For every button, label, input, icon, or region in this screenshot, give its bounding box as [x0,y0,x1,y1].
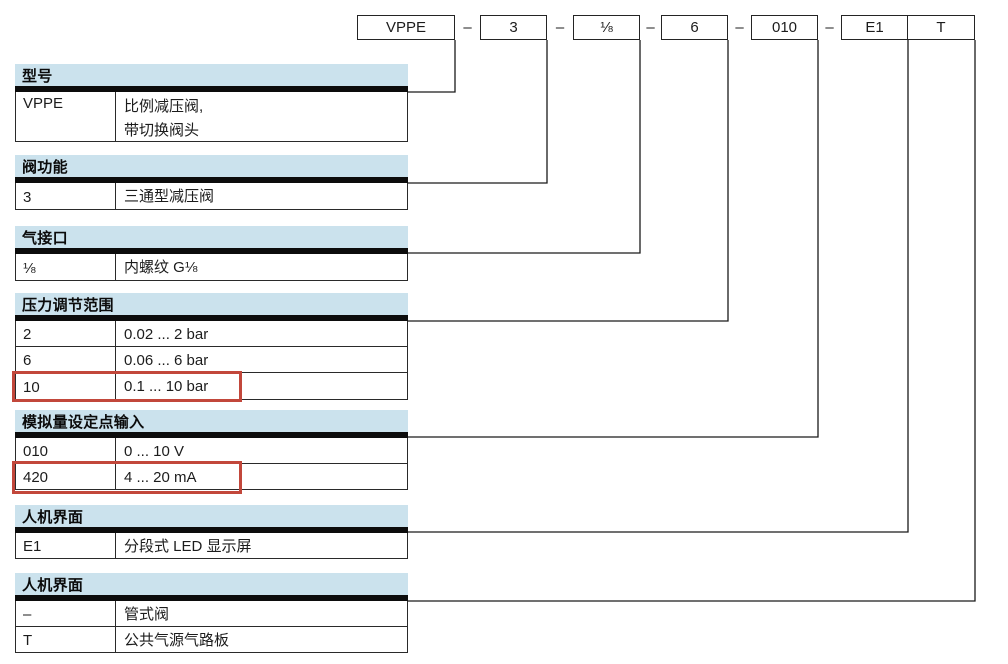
code-segment-pressure: 6 [661,15,728,40]
description-cell: 0.02 ... 2 bar [124,325,209,343]
table-model: 型号 VPPE 比例减压阀, 带切换阀头 [15,64,408,142]
table-title: 人机界面 [15,505,408,527]
header-underline [15,177,408,183]
connector-line-manifold [408,40,976,602]
table-title: 气接口 [15,226,408,248]
table-row: – 管式阀 [16,601,407,627]
connector-line-model [408,40,456,93]
code-separator: – [555,19,565,36]
description-cell: 三通型减压阀 [124,188,215,205]
description-cell: 0.06 ... 6 bar [124,351,209,369]
code-cell: 2 [16,321,116,346]
code-segment-model: VPPE [357,15,455,40]
description-cell: 4 ... 20 mA [124,468,197,486]
table-valve-function: 阀功能 3 三通型减压阀 [15,155,408,210]
table-setpoint-input: 模拟量设定点输入 010 0 ... 10 V 420 4 ... 20 mA [15,410,408,490]
table-row: ⅛ 内螺纹 G⅛ [16,254,407,281]
code-separator: – [825,19,834,36]
table-row: 420 4 ... 20 mA [16,464,407,490]
code-segment-port: ⅛ [573,15,640,40]
code-cell: 3 [16,183,116,209]
table-title: 阀功能 [15,155,408,177]
table-row: 10 0.1 ... 10 bar [16,373,407,400]
header-underline [15,248,408,254]
description-cell: 0.1 ... 10 bar [124,378,209,395]
code-cell: – [16,601,116,626]
code-cell: ⅛ [16,254,116,280]
code-cell: 420 [16,464,116,489]
code-cell: VPPE [16,92,116,141]
header-underline [15,527,408,533]
code-cell: E1 [16,533,116,558]
code-cell: 10 [16,373,116,399]
table-title: 型号 [15,64,408,86]
code-segment-setpoint: 010 [751,15,818,40]
table-hmi-display: 人机界面 E1 分段式 LED 显示屏 [15,505,408,559]
header-underline [15,315,408,321]
header-underline [15,595,408,601]
code-segment-display: E1 [841,15,908,40]
table-hmi-mounting: 人机界面 – 管式阀 T 公共气源气路板 [15,573,408,653]
code-segment-manifold: T [907,15,975,40]
table-row: 010 0 ... 10 V [16,438,407,464]
table-row: T 公共气源气路板 [16,627,407,653]
code-cell: T [16,627,116,652]
code-separator: – [735,19,744,36]
description-cell: 内螺纹 G⅛ [124,259,198,276]
connector-line-function [408,40,548,184]
header-underline [15,432,408,438]
description-cell: 比例减压阀, 带切换阀头 [124,98,204,139]
table-row: 3 三通型减压阀 [16,183,407,210]
connector-line-display [408,40,909,533]
table-pressure-range: 压力调节范围 2 0.02 ... 2 bar 6 0.06 ... 6 bar… [15,293,408,400]
table-row: E1 分段式 LED 显示屏 [16,533,407,559]
code-cell: 010 [16,438,116,463]
code-separator: – [646,19,655,36]
description-cell: 公共气源气路板 [124,631,230,649]
table-row: VPPE 比例减压阀, 带切换阀头 [16,92,407,142]
connector-line-port [408,40,641,254]
connector-line-setpoint [408,40,819,438]
code-cell: 6 [16,347,116,372]
table-title: 人机界面 [15,573,408,595]
description-cell: 0 ... 10 V [124,442,185,460]
connector-line-pressure [408,40,729,322]
code-segment-function: 3 [480,15,547,40]
table-pneumatic-port: 气接口 ⅛ 内螺纹 G⅛ [15,226,408,281]
description-cell: 分段式 LED 显示屏 [124,537,252,555]
table-row: 2 0.02 ... 2 bar [16,321,407,347]
description-cell: 管式阀 [124,605,170,623]
table-title: 模拟量设定点输入 [15,410,408,432]
header-underline [15,86,408,92]
code-separator: – [463,19,472,36]
table-title: 压力调节范围 [15,293,408,315]
table-row: 6 0.06 ... 6 bar [16,347,407,373]
